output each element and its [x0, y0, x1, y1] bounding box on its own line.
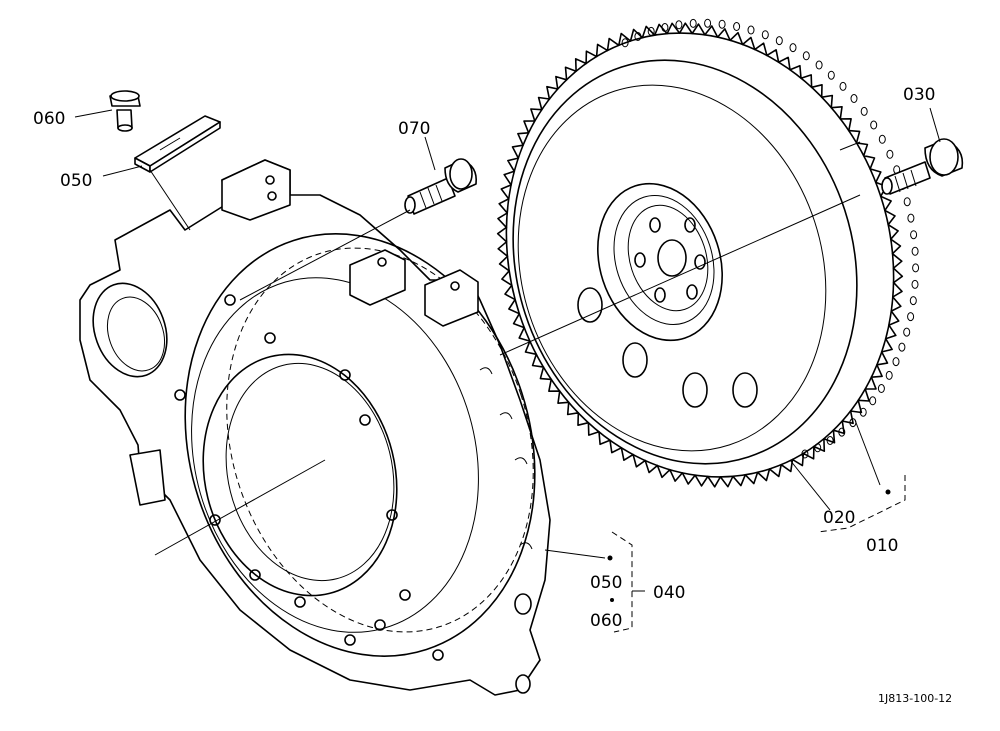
- rim-hole: [814, 443, 822, 453]
- flywheel-020: [496, 18, 920, 488]
- rim-hole: [909, 296, 917, 306]
- rim-hole: [634, 32, 642, 41]
- rim-hole: [826, 436, 834, 445]
- callout-020: 020: [823, 508, 855, 528]
- stud-070: [404, 158, 478, 215]
- rim-hole: [747, 25, 755, 35]
- rim-hole: [870, 120, 878, 130]
- rim-hole: [850, 94, 858, 103]
- rim-hole: [838, 427, 846, 437]
- plate-050-top: [134, 115, 221, 173]
- rim-hole: [907, 312, 915, 322]
- ring-gear-teeth: [496, 22, 904, 488]
- rim-hole: [761, 30, 769, 40]
- callout-060-bottom: 060: [590, 611, 622, 631]
- rim-hole: [912, 263, 920, 273]
- rim-hole: [801, 449, 809, 459]
- rim-hole: [775, 36, 783, 46]
- rim-hole: [704, 18, 712, 28]
- rim-hole: [877, 384, 885, 393]
- bolt-030: [881, 138, 964, 195]
- rim-hole: [661, 23, 669, 32]
- rim-hole: [860, 106, 868, 116]
- rim-hole: [903, 327, 911, 337]
- callout-labels: 060 050 070 030 020 010 050 060 040 1J81…: [33, 85, 952, 705]
- flywheel-housing-040: [79, 159, 551, 696]
- rim-hole: [898, 342, 906, 352]
- rim-hole: [815, 60, 823, 70]
- rim-hole: [789, 43, 797, 53]
- rim-hole: [911, 246, 919, 256]
- callout-050-bottom: 050: [590, 573, 622, 593]
- flywheel-holes: [577, 287, 758, 408]
- callout-010: 010: [866, 536, 898, 556]
- leader-lines: [74, 107, 941, 633]
- callout-030: 030: [903, 85, 935, 105]
- rim-hole: [903, 197, 911, 207]
- rim-hole: [859, 407, 867, 417]
- rim-hole: [647, 26, 655, 36]
- rim-hole: [892, 357, 900, 367]
- rim-hole: [689, 18, 697, 28]
- rim-hole: [733, 22, 741, 31]
- rim-hole: [885, 370, 893, 380]
- hub-bolt-holes: [634, 217, 706, 303]
- callout-070: 070: [398, 119, 430, 139]
- rim-hole: [869, 396, 877, 406]
- rim-hole: [839, 81, 847, 91]
- rim-hole: [621, 38, 629, 48]
- rim-hole: [907, 213, 915, 223]
- rim-hole: [878, 134, 886, 144]
- rim-hole: [886, 149, 894, 159]
- reference-code: 1J813-100-12: [878, 692, 952, 705]
- callout-060-top: 060: [33, 109, 65, 129]
- bolt-060-top: [109, 90, 141, 132]
- rim-hole: [718, 19, 726, 29]
- rim-hole: [802, 51, 810, 61]
- rim-hole: [827, 70, 835, 80]
- callout-050-top: 050: [60, 171, 92, 191]
- rim-hole: [910, 230, 918, 240]
- gear-teeth-outline: [496, 22, 904, 488]
- callout-040: 040: [653, 583, 685, 603]
- rim-hole: [675, 20, 683, 30]
- rim-hole: [911, 279, 919, 289]
- housing-bolt-holes: [174, 294, 444, 661]
